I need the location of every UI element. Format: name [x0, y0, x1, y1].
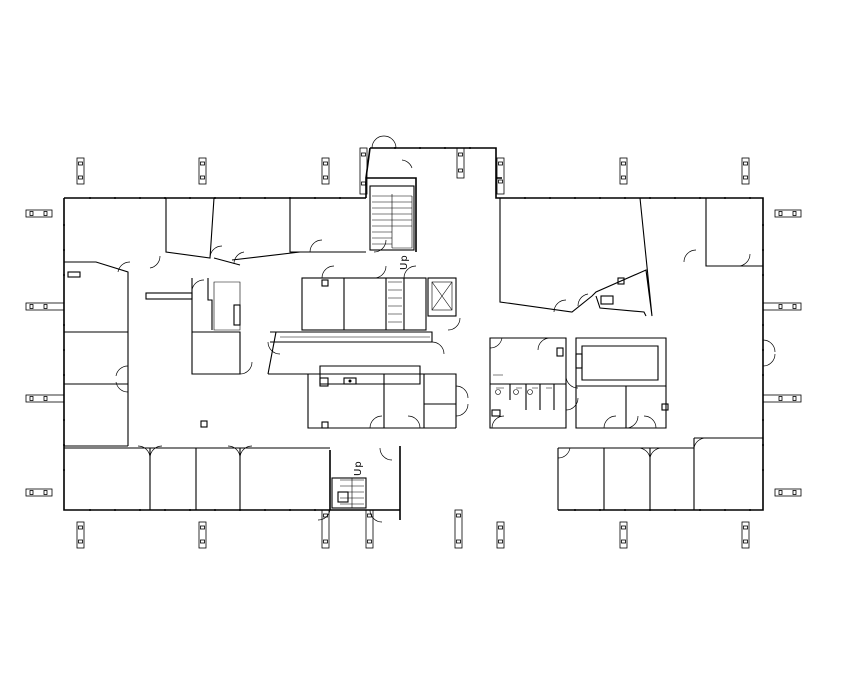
column-post-right-1 [774, 209, 802, 218]
column-post-right-4 [774, 488, 802, 497]
west-offices [64, 197, 366, 510]
north-stair: Up [369, 185, 415, 270]
column-post-top-8 [741, 157, 750, 185]
column-post-top-6 [496, 157, 505, 195]
column-post-bottom-2 [198, 521, 207, 549]
east-wing [489, 197, 764, 510]
column-post-right-2 [762, 302, 802, 311]
column-post-right-3 [762, 394, 802, 403]
column-post-top-7 [619, 157, 628, 185]
column-post-bottom-6 [496, 521, 505, 549]
stair-label-north: Up [399, 254, 410, 270]
column-posts [25, 147, 802, 549]
column-post-top-3 [321, 157, 330, 185]
column-post-bottom-3 [321, 509, 330, 549]
column-post-left-1 [25, 209, 53, 218]
south-stair: Up [331, 460, 367, 509]
exterior-walls [63, 147, 764, 520]
column-post-left-2 [25, 302, 65, 311]
column-post-top-2 [198, 157, 207, 185]
stair-label-south: Up [353, 460, 364, 476]
column-post-bottom-4 [365, 509, 374, 549]
core [267, 277, 457, 429]
column-post-left-4 [25, 488, 53, 497]
column-post-left-3 [25, 394, 65, 403]
column-post-bottom-8 [741, 521, 750, 549]
column-post-bottom-7 [619, 521, 628, 549]
column-post-top-5 [456, 147, 465, 179]
column-post-top-1 [76, 157, 85, 185]
column-post-bottom-5 [454, 509, 463, 549]
column-post-bottom-1 [76, 521, 85, 549]
door-swings [115, 135, 776, 523]
